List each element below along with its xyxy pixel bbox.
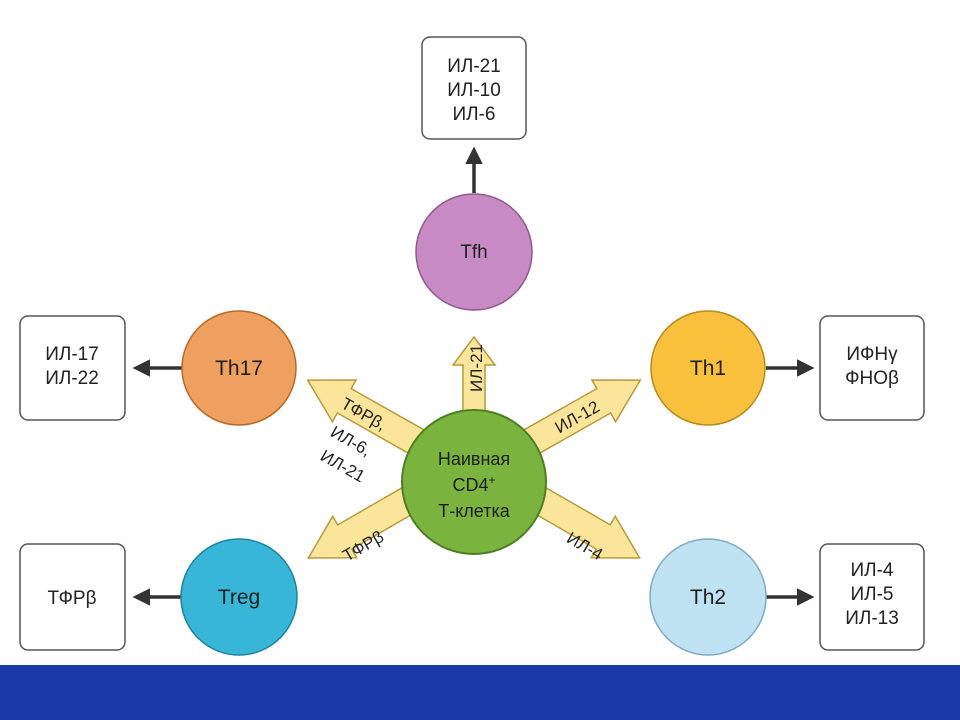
- arrow-label-tfh: ИЛ-21: [467, 344, 486, 392]
- cd4-differentiation-diagram: ИЛ-21 ИЛ-10 ИЛ-6 ИЛ-17 ИЛ-22 ИФНγ ФНОβ Т…: [19, 36, 925, 656]
- product-box-th2: ИЛ-4 ИЛ-5 ИЛ-13: [819, 543, 925, 651]
- cell-th17-label: Th17: [215, 357, 263, 380]
- product-box-treg: ТФРβ: [19, 543, 126, 651]
- naive-cell-line1: Наивная: [438, 449, 510, 469]
- product-th17-0: ИЛ-17: [45, 344, 99, 365]
- product-th2-2: ИЛ-13: [845, 608, 899, 629]
- product-tfh-1: ИЛ-10: [447, 80, 501, 101]
- product-th2-0: ИЛ-4: [850, 560, 893, 581]
- naive-cd4-cell: Наивная CD4+ Т-клетка: [401, 409, 547, 555]
- product-th2-1: ИЛ-5: [850, 584, 893, 605]
- product-tfh-0: ИЛ-21: [447, 56, 501, 77]
- cell-th2: Th2: [649, 538, 767, 656]
- naive-cell-line2: CD4+: [452, 473, 495, 495]
- cell-th1: Th1: [650, 310, 766, 426]
- naive-cell-line3: Т-клетка: [438, 501, 510, 521]
- product-th1-0: ИФНγ: [846, 344, 898, 365]
- product-box-tfh: ИЛ-21 ИЛ-10 ИЛ-6: [421, 36, 527, 140]
- cell-th17: Th17: [181, 310, 297, 426]
- cell-treg: Treg: [180, 538, 298, 656]
- product-th17-1: ИЛ-22: [45, 368, 99, 389]
- cell-tfh: Tfh: [415, 193, 533, 311]
- cell-treg-label: Treg: [218, 586, 260, 609]
- footer-bar: [0, 665, 960, 720]
- cell-tfh-label: Tfh: [460, 242, 487, 263]
- product-tfh-2: ИЛ-6: [452, 104, 495, 125]
- product-box-th1: ИФНγ ФНОβ: [819, 315, 925, 421]
- product-th1-1: ФНОβ: [845, 368, 899, 389]
- product-treg-0: ТФРβ: [47, 588, 96, 609]
- cell-th2-label: Th2: [690, 586, 726, 609]
- product-box-th17: ИЛ-17 ИЛ-22: [19, 315, 126, 421]
- cell-th1-label: Th1: [690, 357, 726, 380]
